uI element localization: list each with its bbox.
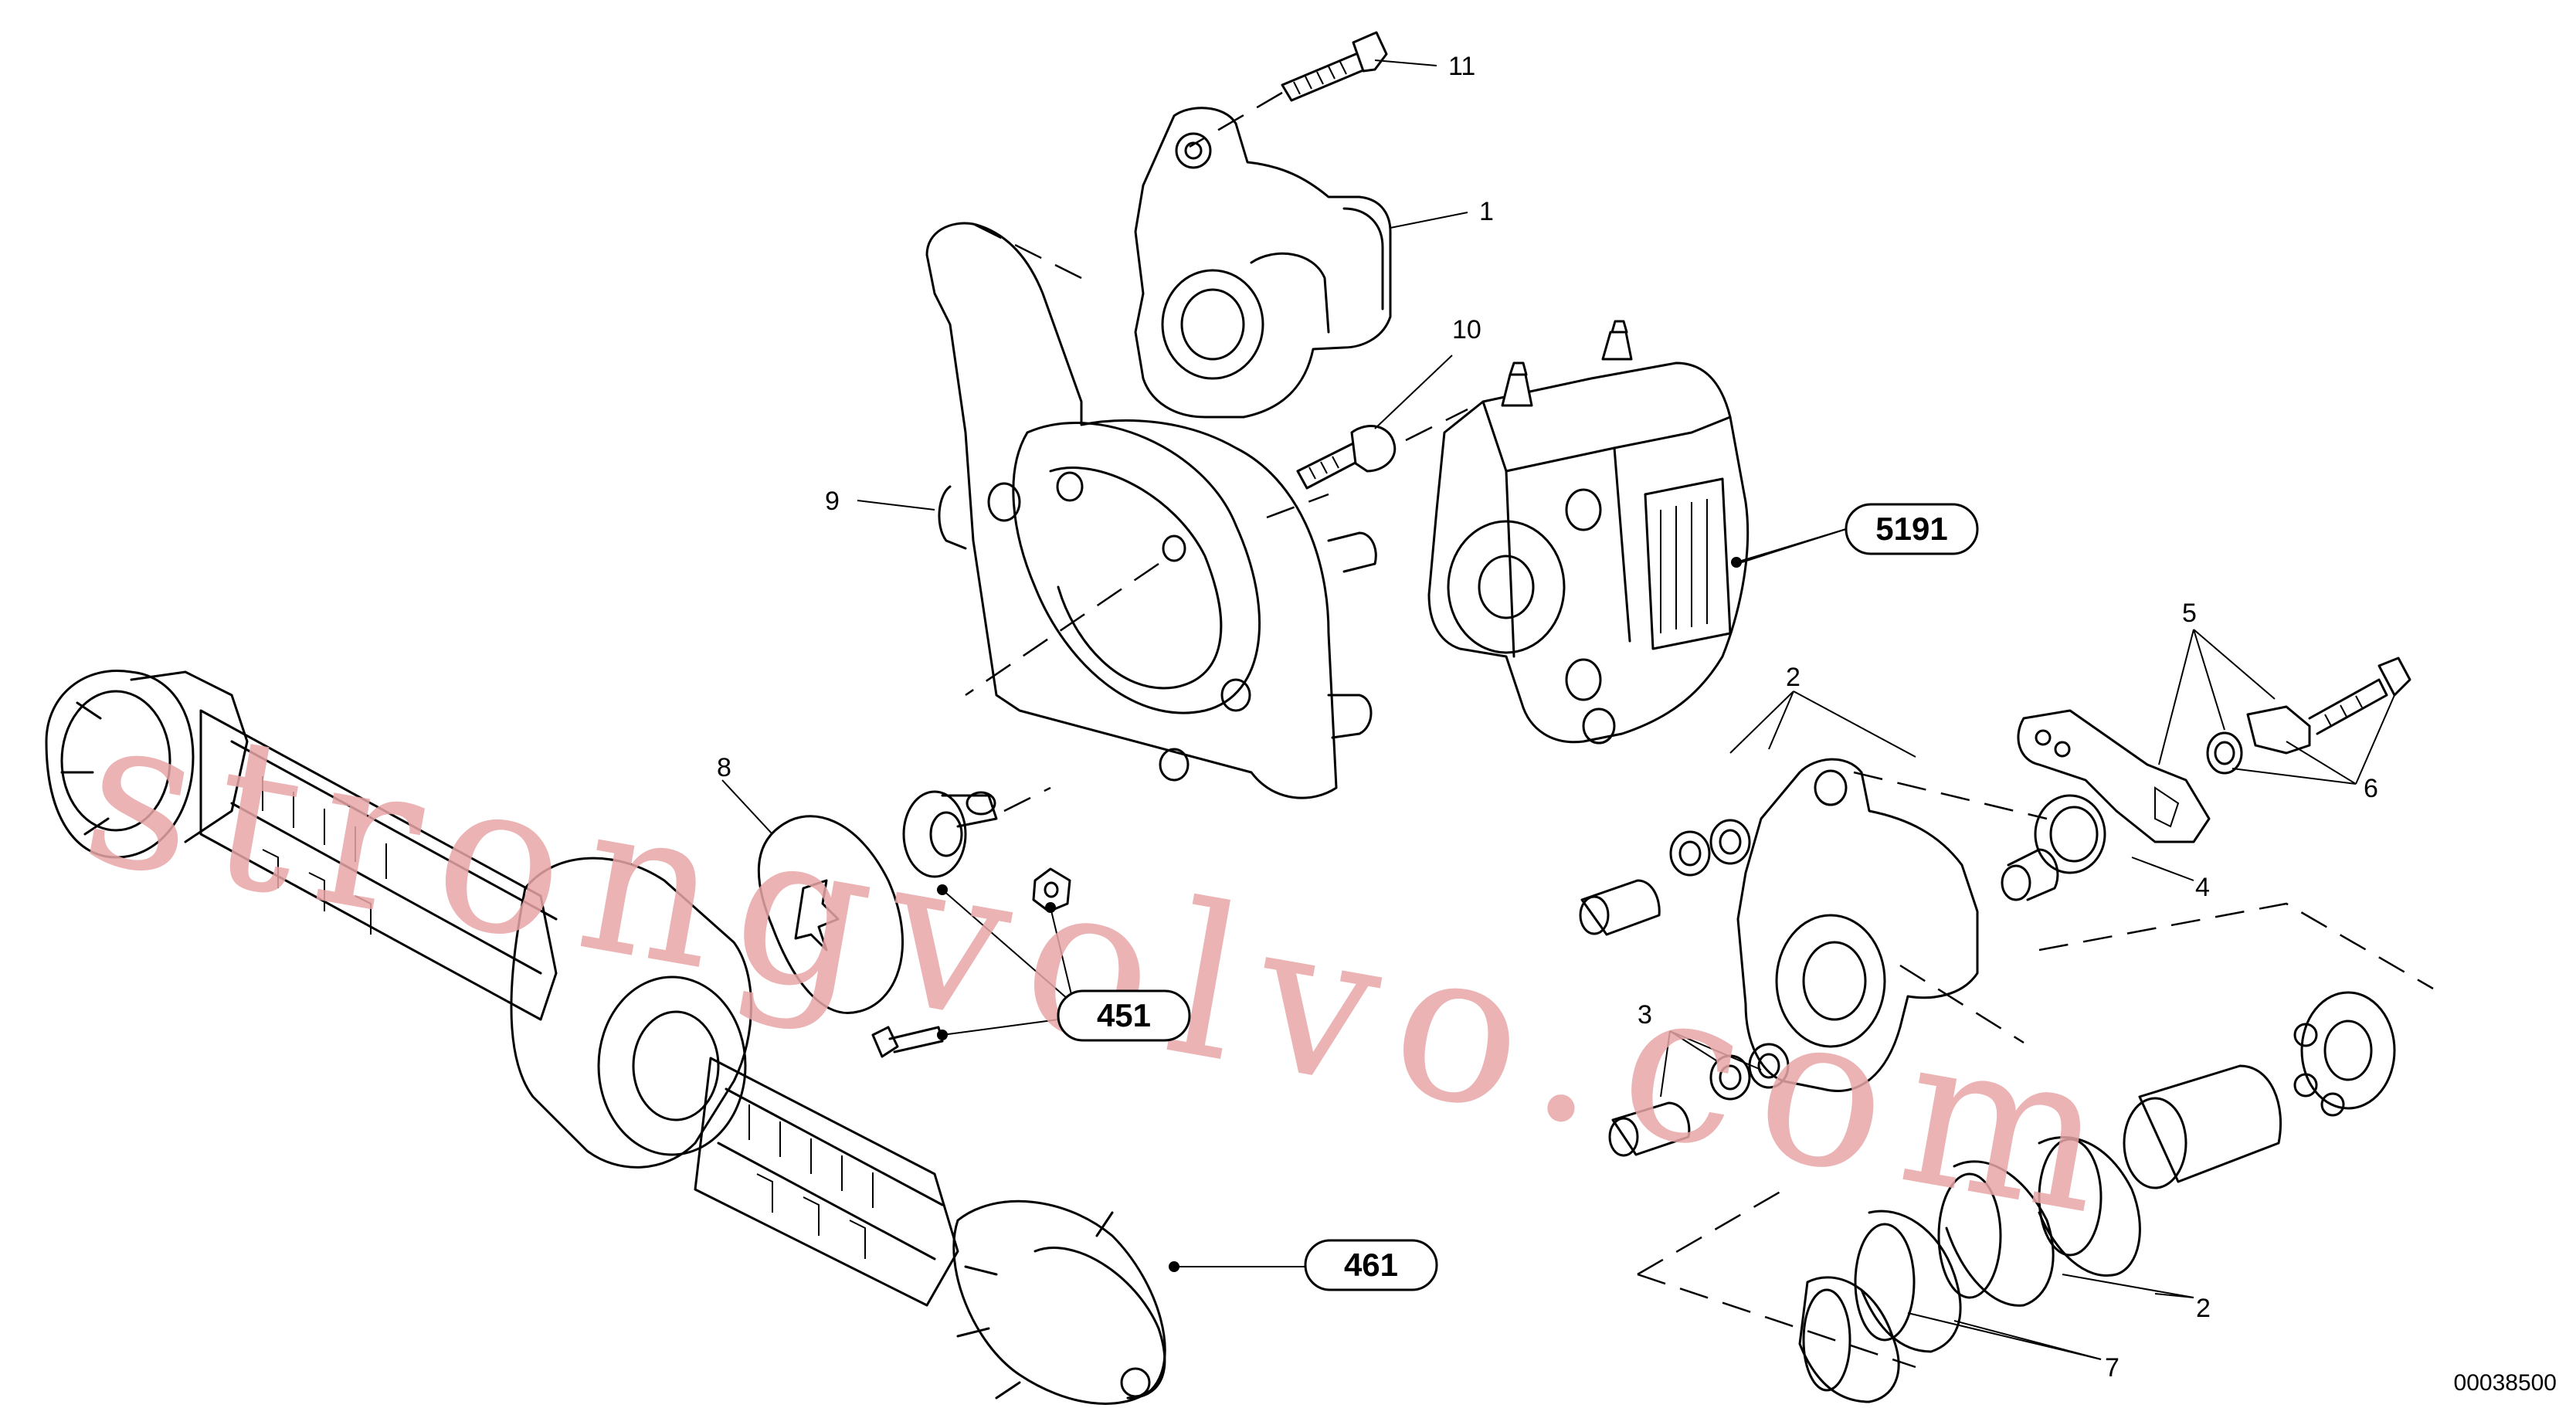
bracket-bolt (1266, 408, 1468, 519)
leader-dots (937, 557, 1742, 1272)
mounting-plate (2017, 709, 2211, 843)
reference-451: 451 (1057, 989, 1191, 1042)
caliper-bracket (925, 222, 1377, 799)
hub-fitting (902, 786, 1071, 913)
label-10: 10 (1452, 315, 1481, 344)
caliper-bolt (1189, 31, 1388, 148)
washers-and-bolt (2206, 657, 2411, 775)
label-1: 1 (1479, 197, 1494, 226)
reference-461: 461 (1304, 1239, 1438, 1291)
brake-caliper-half (1134, 107, 1392, 419)
drawing-number: 00038500 (2454, 1370, 2557, 1396)
label-11: 11 (1448, 52, 1475, 81)
watermark-strong: strongvolvo.com (69, 667, 2144, 1264)
adjuster-spring (2001, 794, 2106, 901)
svg-text:461: 461 (1344, 1247, 1398, 1283)
label-9: 9 (825, 487, 840, 516)
label-8: 8 (717, 753, 731, 782)
svg-text:451: 451 (1097, 997, 1151, 1033)
label-6: 6 (2364, 774, 2378, 803)
reference-5191: 5191 (1845, 503, 1979, 555)
svg-text:5191: 5191 (1875, 511, 1947, 547)
label-5: 5 (2182, 599, 2197, 628)
label-3: 3 (1638, 1000, 1652, 1030)
label-2-lower: 2 (2196, 1294, 2211, 1323)
guide-sleeves (1579, 879, 1691, 1157)
brake-caliper-assembly (1427, 320, 1750, 745)
label-2-upper: 2 (1786, 663, 1800, 692)
brake-disc (757, 815, 904, 1014)
label-4: 4 (2195, 873, 2210, 902)
caliper-piston-housing (1736, 758, 2048, 1092)
axle-assembly (45, 670, 1166, 1405)
piston-parts (1637, 902, 2434, 1403)
leader-lines (721, 59, 2395, 1360)
label-7: 7 (2105, 1353, 2120, 1383)
